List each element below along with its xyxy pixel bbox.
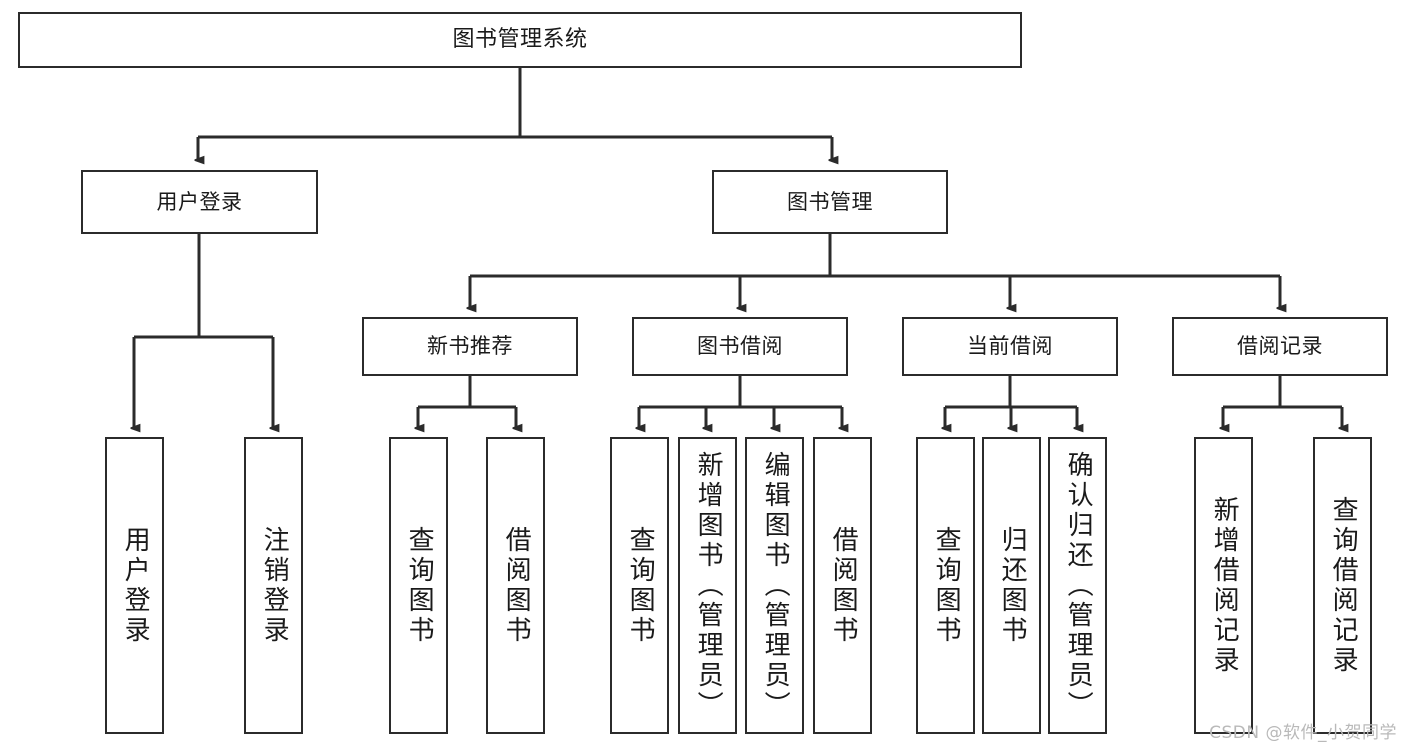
node-book-borrow[interactable]: 图书借阅	[632, 317, 848, 376]
node-label: 确认归还（管理员）	[1063, 450, 1094, 721]
node-label: 查询图书	[931, 525, 962, 646]
node-label: 归还图书	[997, 525, 1028, 646]
node-leaf-query-book-2[interactable]: 查询图书	[610, 437, 669, 734]
node-label: 注销登录	[259, 525, 290, 646]
node-label: 编辑图书（管理员）	[760, 450, 791, 721]
node-leaf-query-record[interactable]: 查询借阅记录	[1313, 437, 1372, 734]
node-label: 查询图书	[404, 525, 435, 646]
node-label: 借阅图书	[828, 525, 859, 646]
node-leaf-query-book-3[interactable]: 查询图书	[916, 437, 975, 734]
node-label: 当前借阅	[967, 334, 1053, 359]
node-book-manage[interactable]: 图书管理	[712, 170, 948, 234]
node-label: 新增图书（管理员）	[693, 450, 724, 721]
node-leaf-add-record[interactable]: 新增借阅记录	[1194, 437, 1253, 734]
node-leaf-borrow-book-2[interactable]: 借阅图书	[813, 437, 872, 734]
node-leaf-edit-book[interactable]: 编辑图书（管理员）	[745, 437, 804, 734]
node-user-login[interactable]: 用户登录	[81, 170, 318, 234]
node-label: 图书借阅	[697, 334, 783, 359]
node-label: 图书管理系统	[452, 27, 588, 53]
node-leaf-confirm-return[interactable]: 确认归还（管理员）	[1048, 437, 1107, 734]
node-label: 用户登录	[156, 189, 243, 214]
node-label: 借阅记录	[1237, 334, 1323, 359]
node-label: 用户登录	[120, 525, 151, 646]
node-label: 借阅图书	[501, 525, 532, 646]
csdn-watermark: CSDN @软件_小贺同学	[1209, 723, 1397, 743]
node-root-system[interactable]: 图书管理系统	[18, 12, 1022, 68]
node-label: 新增借阅记录	[1209, 495, 1240, 676]
node-leaf-user-logout[interactable]: 注销登录	[244, 437, 303, 734]
node-leaf-return-book[interactable]: 归还图书	[982, 437, 1041, 734]
node-label: 查询借阅记录	[1328, 495, 1359, 676]
node-leaf-add-book[interactable]: 新增图书（管理员）	[678, 437, 737, 734]
node-current-borrow[interactable]: 当前借阅	[902, 317, 1118, 376]
node-label: 查询图书	[625, 525, 656, 646]
node-leaf-borrow-book-1[interactable]: 借阅图书	[486, 437, 545, 734]
node-label: 图书管理	[787, 189, 873, 214]
node-label: 新书推荐	[427, 334, 513, 359]
node-leaf-user-login[interactable]: 用户登录	[105, 437, 164, 734]
node-borrow-record[interactable]: 借阅记录	[1172, 317, 1388, 376]
node-new-book-rec[interactable]: 新书推荐	[362, 317, 578, 376]
node-leaf-query-book-1[interactable]: 查询图书	[389, 437, 448, 734]
